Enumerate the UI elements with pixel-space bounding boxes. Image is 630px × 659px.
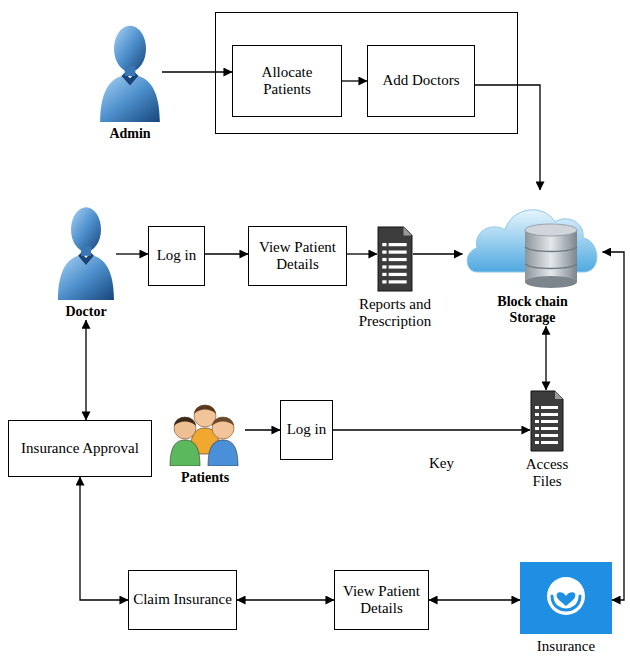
box-label: Log in bbox=[157, 247, 197, 264]
connector bbox=[545, 326, 546, 390]
actor-node: Doctor bbox=[46, 200, 126, 320]
actor-label: Patients bbox=[181, 470, 229, 486]
doc-icon bbox=[377, 226, 413, 292]
process-box: Add Doctors bbox=[367, 45, 475, 117]
people-icon bbox=[165, 394, 245, 466]
box-label: Add Doctors bbox=[382, 72, 459, 89]
connector bbox=[162, 71, 232, 72]
actor-label: Access Files bbox=[516, 456, 578, 491]
ins-icon bbox=[520, 562, 612, 634]
connector bbox=[116, 253, 148, 254]
connector bbox=[333, 429, 530, 430]
actor-node: Insurance bbox=[515, 562, 617, 655]
process-box: Log in bbox=[148, 226, 205, 286]
process-box: Allocate Patients bbox=[232, 45, 342, 117]
connector bbox=[347, 253, 377, 254]
box-label: Allocate Patients bbox=[236, 64, 338, 99]
actor-label: Doctor bbox=[65, 304, 106, 320]
process-box: View Patient Details bbox=[334, 570, 429, 630]
actor-node: Reports and Prescription bbox=[343, 226, 447, 331]
actor-node: Access Files bbox=[507, 390, 587, 491]
box-label: Claim Insurance bbox=[133, 591, 232, 608]
actor-node: Admin bbox=[92, 18, 168, 142]
connector bbox=[429, 599, 520, 600]
connector bbox=[85, 320, 86, 420]
box-label: Log in bbox=[287, 421, 327, 438]
connector bbox=[603, 252, 625, 600]
actor-label: Block chain Storage bbox=[487, 294, 579, 326]
connector bbox=[413, 253, 463, 254]
actor-node: Block chain Storage bbox=[460, 190, 605, 326]
actor-label: Admin bbox=[109, 126, 150, 142]
person-icon bbox=[98, 18, 162, 122]
actor-node: Patients bbox=[160, 394, 250, 486]
admin-group-outline bbox=[216, 13, 518, 134]
box-label: View Patient Details bbox=[338, 583, 425, 618]
connector bbox=[475, 85, 540, 190]
cloud-icon bbox=[463, 190, 603, 290]
doc-icon bbox=[530, 390, 564, 452]
box-label: Insurance Approval bbox=[21, 440, 139, 457]
connector bbox=[342, 80, 367, 81]
process-box: Claim Insurance bbox=[128, 570, 237, 630]
connector bbox=[80, 477, 128, 600]
actor-label: Reports and Prescription bbox=[347, 296, 443, 331]
box-label: View Patient Details bbox=[252, 239, 343, 274]
connector bbox=[205, 253, 248, 254]
process-box: Log in bbox=[280, 400, 333, 460]
connector bbox=[245, 429, 280, 430]
edge-label: Key bbox=[427, 455, 456, 472]
connector bbox=[237, 599, 334, 600]
actor-label: Insurance bbox=[537, 638, 595, 655]
process-box: Insurance Approval bbox=[8, 420, 152, 477]
process-box: View Patient Details bbox=[248, 226, 347, 286]
person-icon bbox=[56, 200, 116, 300]
